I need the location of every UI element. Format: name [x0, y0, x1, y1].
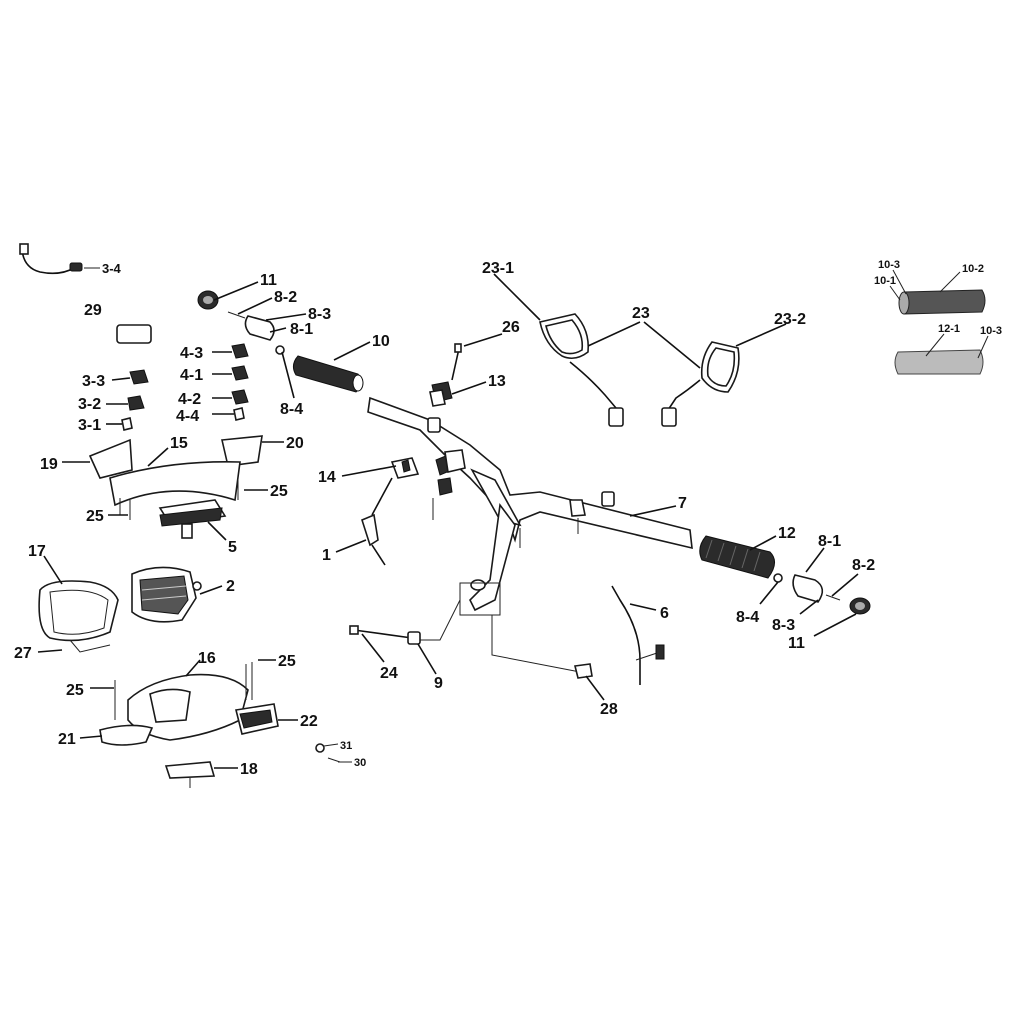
part-29	[116, 324, 152, 344]
label-22: 22	[300, 713, 318, 730]
cover-21	[99, 724, 154, 746]
left-grip-10	[292, 355, 364, 393]
right-grip-12	[699, 535, 775, 579]
label-13: 13	[488, 373, 506, 390]
right-mirror-23-2	[661, 341, 740, 427]
label-8-2: 8-2	[274, 289, 297, 306]
headlight-2	[131, 566, 202, 623]
speedometer-5	[158, 499, 227, 539]
label-23: 23	[632, 305, 650, 322]
label-10-2: 10-2	[962, 263, 984, 275]
label-9: 9	[434, 675, 443, 692]
label-8-3: 8-3	[772, 617, 795, 634]
label-21: 21	[58, 731, 76, 748]
label-4-4: 4-4	[176, 408, 199, 425]
label-2: 2	[226, 578, 235, 595]
grip-detail-10	[898, 289, 986, 315]
label-24: 24	[380, 665, 398, 682]
label-7: 7	[678, 495, 687, 512]
switches-3-x	[121, 369, 149, 431]
label-11: 11	[260, 272, 277, 289]
label-25: 25	[278, 653, 296, 670]
label-23-2: 23-2	[774, 311, 806, 328]
headlight-lens-17	[38, 580, 119, 653]
label-4-1: 4-1	[180, 367, 203, 384]
left-bar-end-parts	[197, 290, 285, 355]
front-cover-16	[114, 662, 253, 741]
label-25: 25	[66, 682, 84, 699]
part-26-13	[429, 343, 462, 407]
label-25: 25	[270, 483, 288, 500]
label-28: 28	[600, 701, 618, 718]
brake-lever-14	[361, 457, 420, 566]
label-23-1: 23-1	[482, 260, 514, 277]
label-12-1: 12-1	[938, 323, 960, 335]
label-11: 11	[788, 635, 805, 652]
screws-30-31	[315, 743, 341, 763]
label-1: 1	[322, 547, 331, 564]
label-10: 10	[372, 333, 390, 350]
label-17: 17	[28, 543, 46, 560]
label-15: 15	[170, 435, 188, 452]
leader-lines	[37, 267, 989, 769]
label-30: 30	[354, 757, 366, 769]
wire-3-4	[19, 243, 83, 275]
parts-24-9-28	[349, 625, 593, 679]
handlebar-7	[367, 396, 693, 612]
label-27: 27	[14, 645, 32, 662]
label-3-1: 3-1	[78, 417, 101, 434]
label-12: 12	[778, 525, 796, 542]
label-8-4: 8-4	[280, 401, 303, 418]
label-5: 5	[228, 539, 237, 556]
label-10-3: 10-3	[878, 259, 900, 271]
left-mirror-23-1	[539, 313, 624, 427]
label-3-3: 3-3	[82, 373, 105, 390]
grip-detail-12	[894, 349, 984, 375]
label-31: 31	[340, 740, 352, 752]
label-4-3: 4-3	[180, 345, 203, 362]
switches-4-x	[231, 343, 249, 421]
label-3-4: 3-4	[102, 261, 122, 276]
label-8-1: 8-1	[290, 321, 313, 338]
label-8-2: 8-2	[852, 557, 875, 574]
label-16: 16	[198, 650, 216, 667]
label-25: 25	[86, 508, 104, 525]
label-20: 20	[286, 435, 304, 452]
callout-labels: 3-4 29 11 8-2 8-3 8-1 10 8-4 4-3 4-1 4-2…	[14, 259, 1002, 778]
label-6: 6	[660, 605, 669, 622]
label-4-2: 4-2	[178, 391, 201, 408]
label-3-2: 3-2	[78, 396, 101, 413]
label-10-3: 10-3	[980, 325, 1002, 337]
label-29: 29	[84, 302, 102, 319]
label-26: 26	[502, 319, 520, 336]
label-8-1: 8-1	[818, 533, 841, 550]
cable-6	[611, 585, 665, 685]
right-bar-end-parts	[773, 573, 871, 615]
label-10-1: 10-1	[874, 275, 896, 287]
label-14: 14	[318, 469, 336, 486]
bracket-18	[164, 761, 216, 788]
label-19: 19	[40, 456, 58, 473]
label-8-4: 8-4	[736, 609, 759, 626]
label-18: 18	[240, 761, 258, 778]
cover-22	[235, 703, 279, 735]
handlebar-cover-15	[88, 435, 263, 520]
label-8-3: 8-3	[308, 306, 331, 323]
